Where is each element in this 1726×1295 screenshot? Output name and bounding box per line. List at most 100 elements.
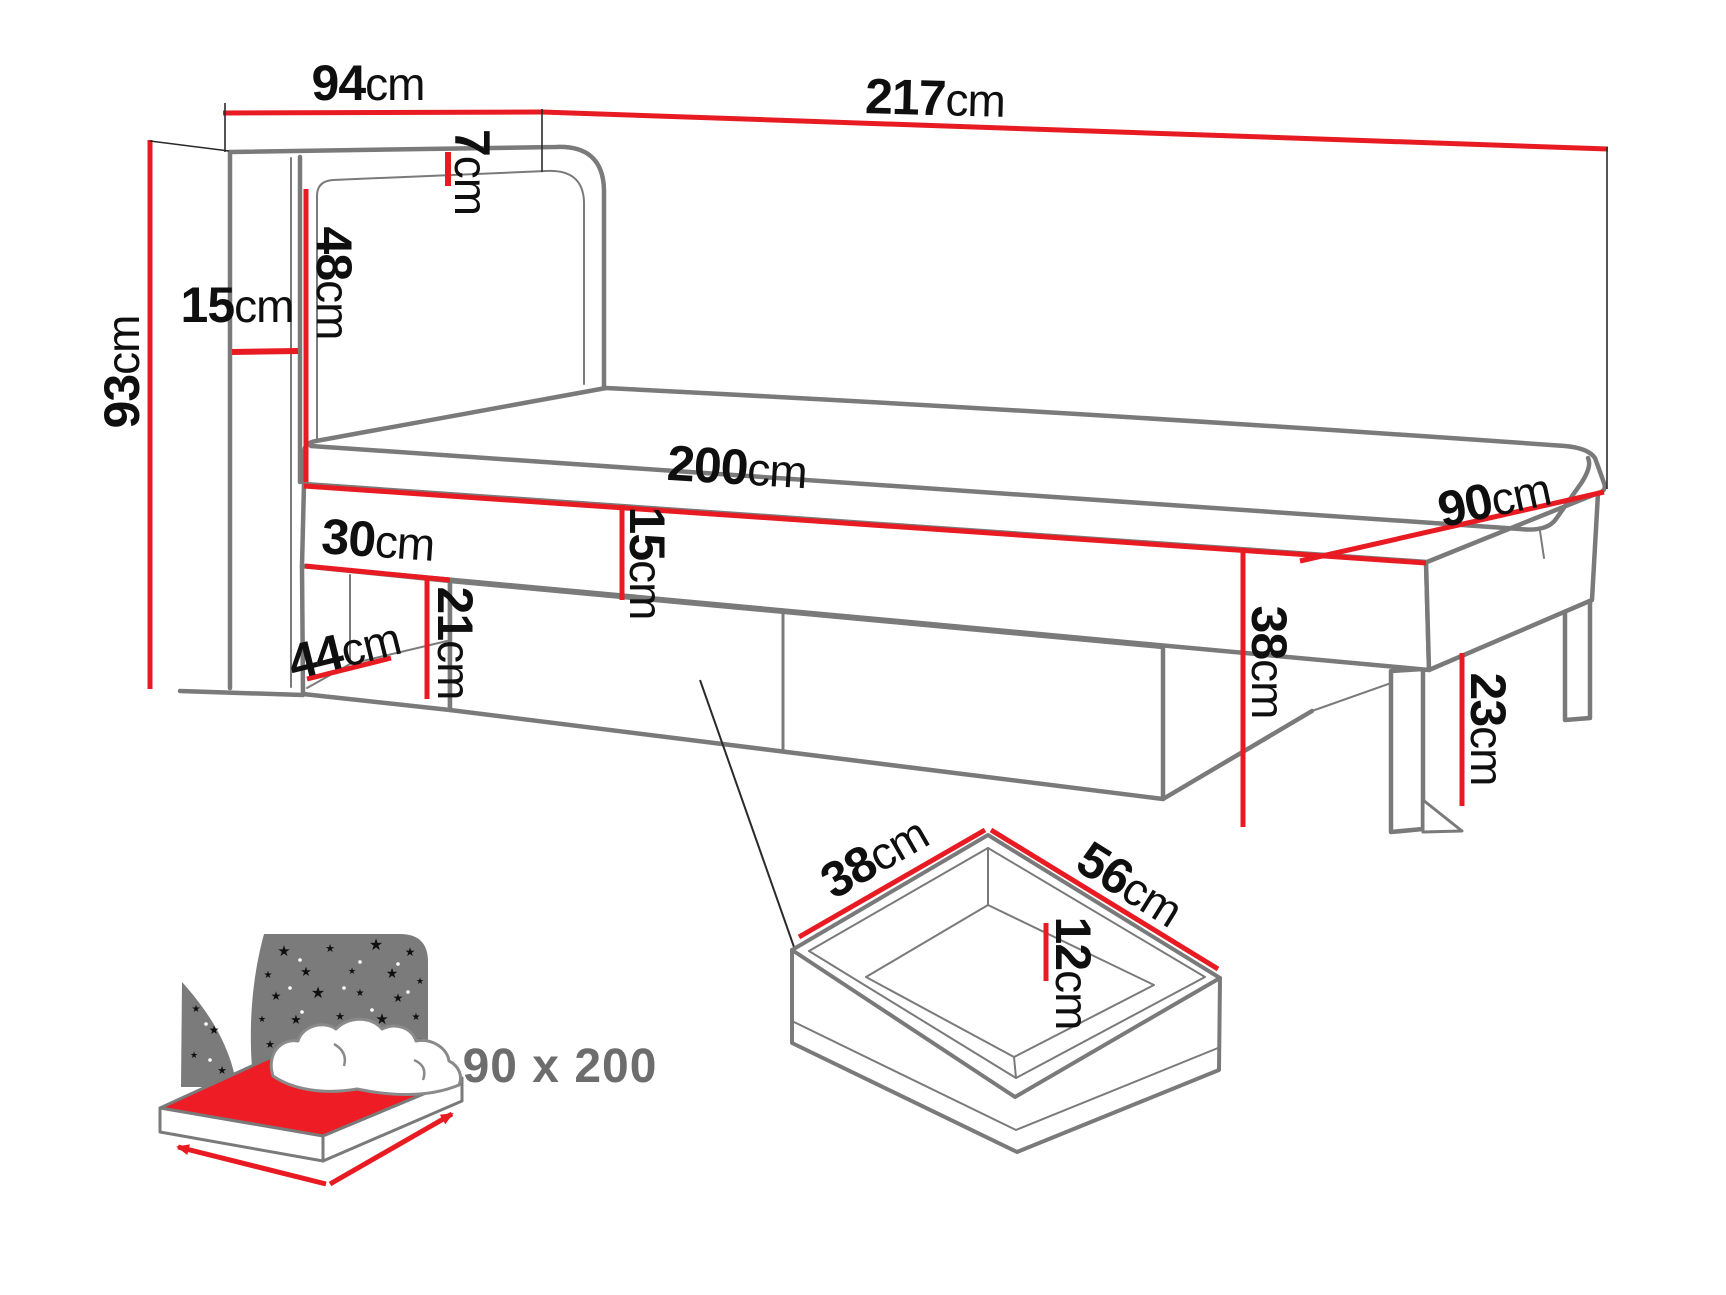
ext-line-top-left — [149, 140, 230, 152]
star-icon: ★ — [386, 965, 399, 981]
dim-label-bed-length: 200cm — [666, 435, 809, 499]
svg-text:93cm: 93cm — [94, 316, 150, 429]
dimension-lines — [147, 109, 1609, 981]
svg-text:48cm: 48cm — [306, 227, 362, 340]
floor-line — [177, 688, 306, 698]
star-icon: ★ — [290, 1012, 302, 1027]
dim-label-niche-height: 21cm — [427, 587, 483, 700]
svg-text:217cm: 217cm — [864, 68, 1005, 128]
icon-duvet-fold-1 — [333, 1042, 347, 1067]
icon-headboard-left-swoosh — [181, 982, 237, 1087]
drawer-rim-inner — [808, 847, 1206, 1079]
icon-mattress-side-face — [321, 1076, 464, 1163]
drawer-inner-front-corner — [1013, 1056, 1017, 1079]
dim-line-niche-depth — [306, 655, 392, 682]
icon-duvet — [269, 1017, 463, 1097]
svg-text:200cm: 200cm — [666, 435, 809, 499]
star-icon: ★ — [217, 1065, 227, 1077]
star-dot-icon — [406, 990, 410, 994]
headboard-seam-line — [316, 169, 585, 479]
star-dot-icon — [358, 960, 362, 964]
svg-text:12cm: 12cm — [1045, 917, 1101, 1030]
dim-label-side-panel-depth: 15cm — [181, 277, 294, 333]
dim-label-niche-depth: 44cm — [282, 609, 405, 691]
star-icon: ★ — [300, 964, 312, 979]
dim-line-drawer-width — [797, 827, 987, 940]
mattress-silhouette — [301, 385, 1607, 565]
headboard-top-edge — [227, 144, 607, 392]
star-dot-icon — [370, 1008, 374, 1012]
star-icon: ★ — [416, 976, 424, 986]
icon-arrow-length — [328, 1111, 454, 1187]
drawer-bottom-board-edge — [793, 1021, 1219, 1131]
star-icon: ★ — [356, 988, 365, 999]
star-dot-icon — [288, 986, 292, 990]
dim-label-headboard-width: 94cm — [312, 55, 425, 111]
svg-text:23cm: 23cm — [1460, 673, 1516, 786]
svg-text:30cm: 30cm — [320, 508, 437, 572]
mattress-foot-corner-edge — [1539, 530, 1545, 559]
svg-text:15cm: 15cm — [619, 507, 675, 620]
star-dot-icon — [204, 1022, 208, 1026]
leg-front — [1388, 666, 1426, 835]
dim-label-headboard-height: 48cm — [306, 227, 362, 340]
dim-line-bed-length — [303, 483, 1427, 566]
icon-arrow-width — [176, 1144, 327, 1187]
star-dot-icon — [396, 962, 400, 966]
star-icon: ★ — [209, 1023, 220, 1037]
leg-front-foot-wedge — [1421, 798, 1464, 834]
bed-structure — [177, 144, 1607, 835]
dim-label-total-height: 93cm — [94, 316, 150, 429]
drawer-box-bottom-side — [1160, 708, 1315, 802]
mattress-top-front-edge — [308, 443, 1592, 532]
star-icon: ★ — [277, 943, 290, 960]
dim-line-headboard-width — [222, 109, 543, 116]
dim-label-drawer-depth: 12cm — [1045, 917, 1101, 1030]
leader-line — [699, 679, 795, 948]
star-icon: ★ — [348, 966, 356, 976]
star-icon: ★ — [271, 989, 282, 1003]
star-dot-icon — [342, 986, 346, 990]
star-icon: ★ — [264, 970, 273, 981]
drawer-interior-bottom — [865, 904, 1155, 1058]
star-icon: ★ — [265, 1039, 275, 1051]
star-icon: ★ — [405, 945, 416, 959]
star-icon: ★ — [393, 991, 404, 1005]
star-dot-icon — [300, 1010, 304, 1014]
dim-label-rail-height: 15cm — [619, 507, 675, 620]
svg-text:7cm: 7cm — [444, 129, 500, 215]
drawer-outer-walls — [790, 948, 1222, 1154]
svg-text:38cm: 38cm — [1241, 606, 1297, 719]
dim-label-headboard-top: 7cm — [444, 129, 500, 215]
dim-line-total-length — [541, 109, 1609, 152]
star-icon: ★ — [190, 1050, 198, 1060]
dim-line-drawer-length — [989, 827, 1220, 972]
star-icon: ★ — [369, 937, 383, 954]
svg-text:21cm: 21cm — [427, 587, 483, 700]
star-icon: ★ — [335, 1011, 345, 1023]
icon-size-label: 90 x 200 — [463, 1040, 658, 1093]
dim-label-underbed-height: 38cm — [1241, 606, 1297, 719]
dim-line-side-panel-depth — [231, 348, 299, 355]
svg-text:90cm: 90cm — [1433, 460, 1555, 538]
star-icon: ★ — [325, 943, 335, 955]
svg-text:44cm: 44cm — [282, 609, 405, 691]
star-icon: ★ — [258, 1014, 266, 1024]
star-icon: ★ — [311, 985, 325, 1002]
icon-duvet-fold-2 — [413, 1058, 426, 1081]
dim-line-mattress-width — [1299, 489, 1605, 564]
star-dot-icon — [208, 1058, 212, 1062]
dim-line-niche-width — [304, 563, 451, 583]
dim-label-niche-width: 30cm — [320, 508, 437, 572]
dim-label-mattress-width: 90cm — [1433, 460, 1555, 538]
size-icon: ★★★★★★★★★★★★★★★★★★★★★★★★★★★★ 90 x 200 — [158, 934, 658, 1187]
star-dot-icon — [298, 958, 302, 962]
leg-back — [1562, 595, 1593, 723]
star-icon: ★ — [192, 1004, 201, 1015]
extension-lines — [149, 103, 1608, 489]
star-icon: ★ — [412, 1012, 421, 1023]
dim-label-total-length: 217cm — [864, 68, 1005, 128]
drawer-detail — [699, 679, 1222, 1154]
